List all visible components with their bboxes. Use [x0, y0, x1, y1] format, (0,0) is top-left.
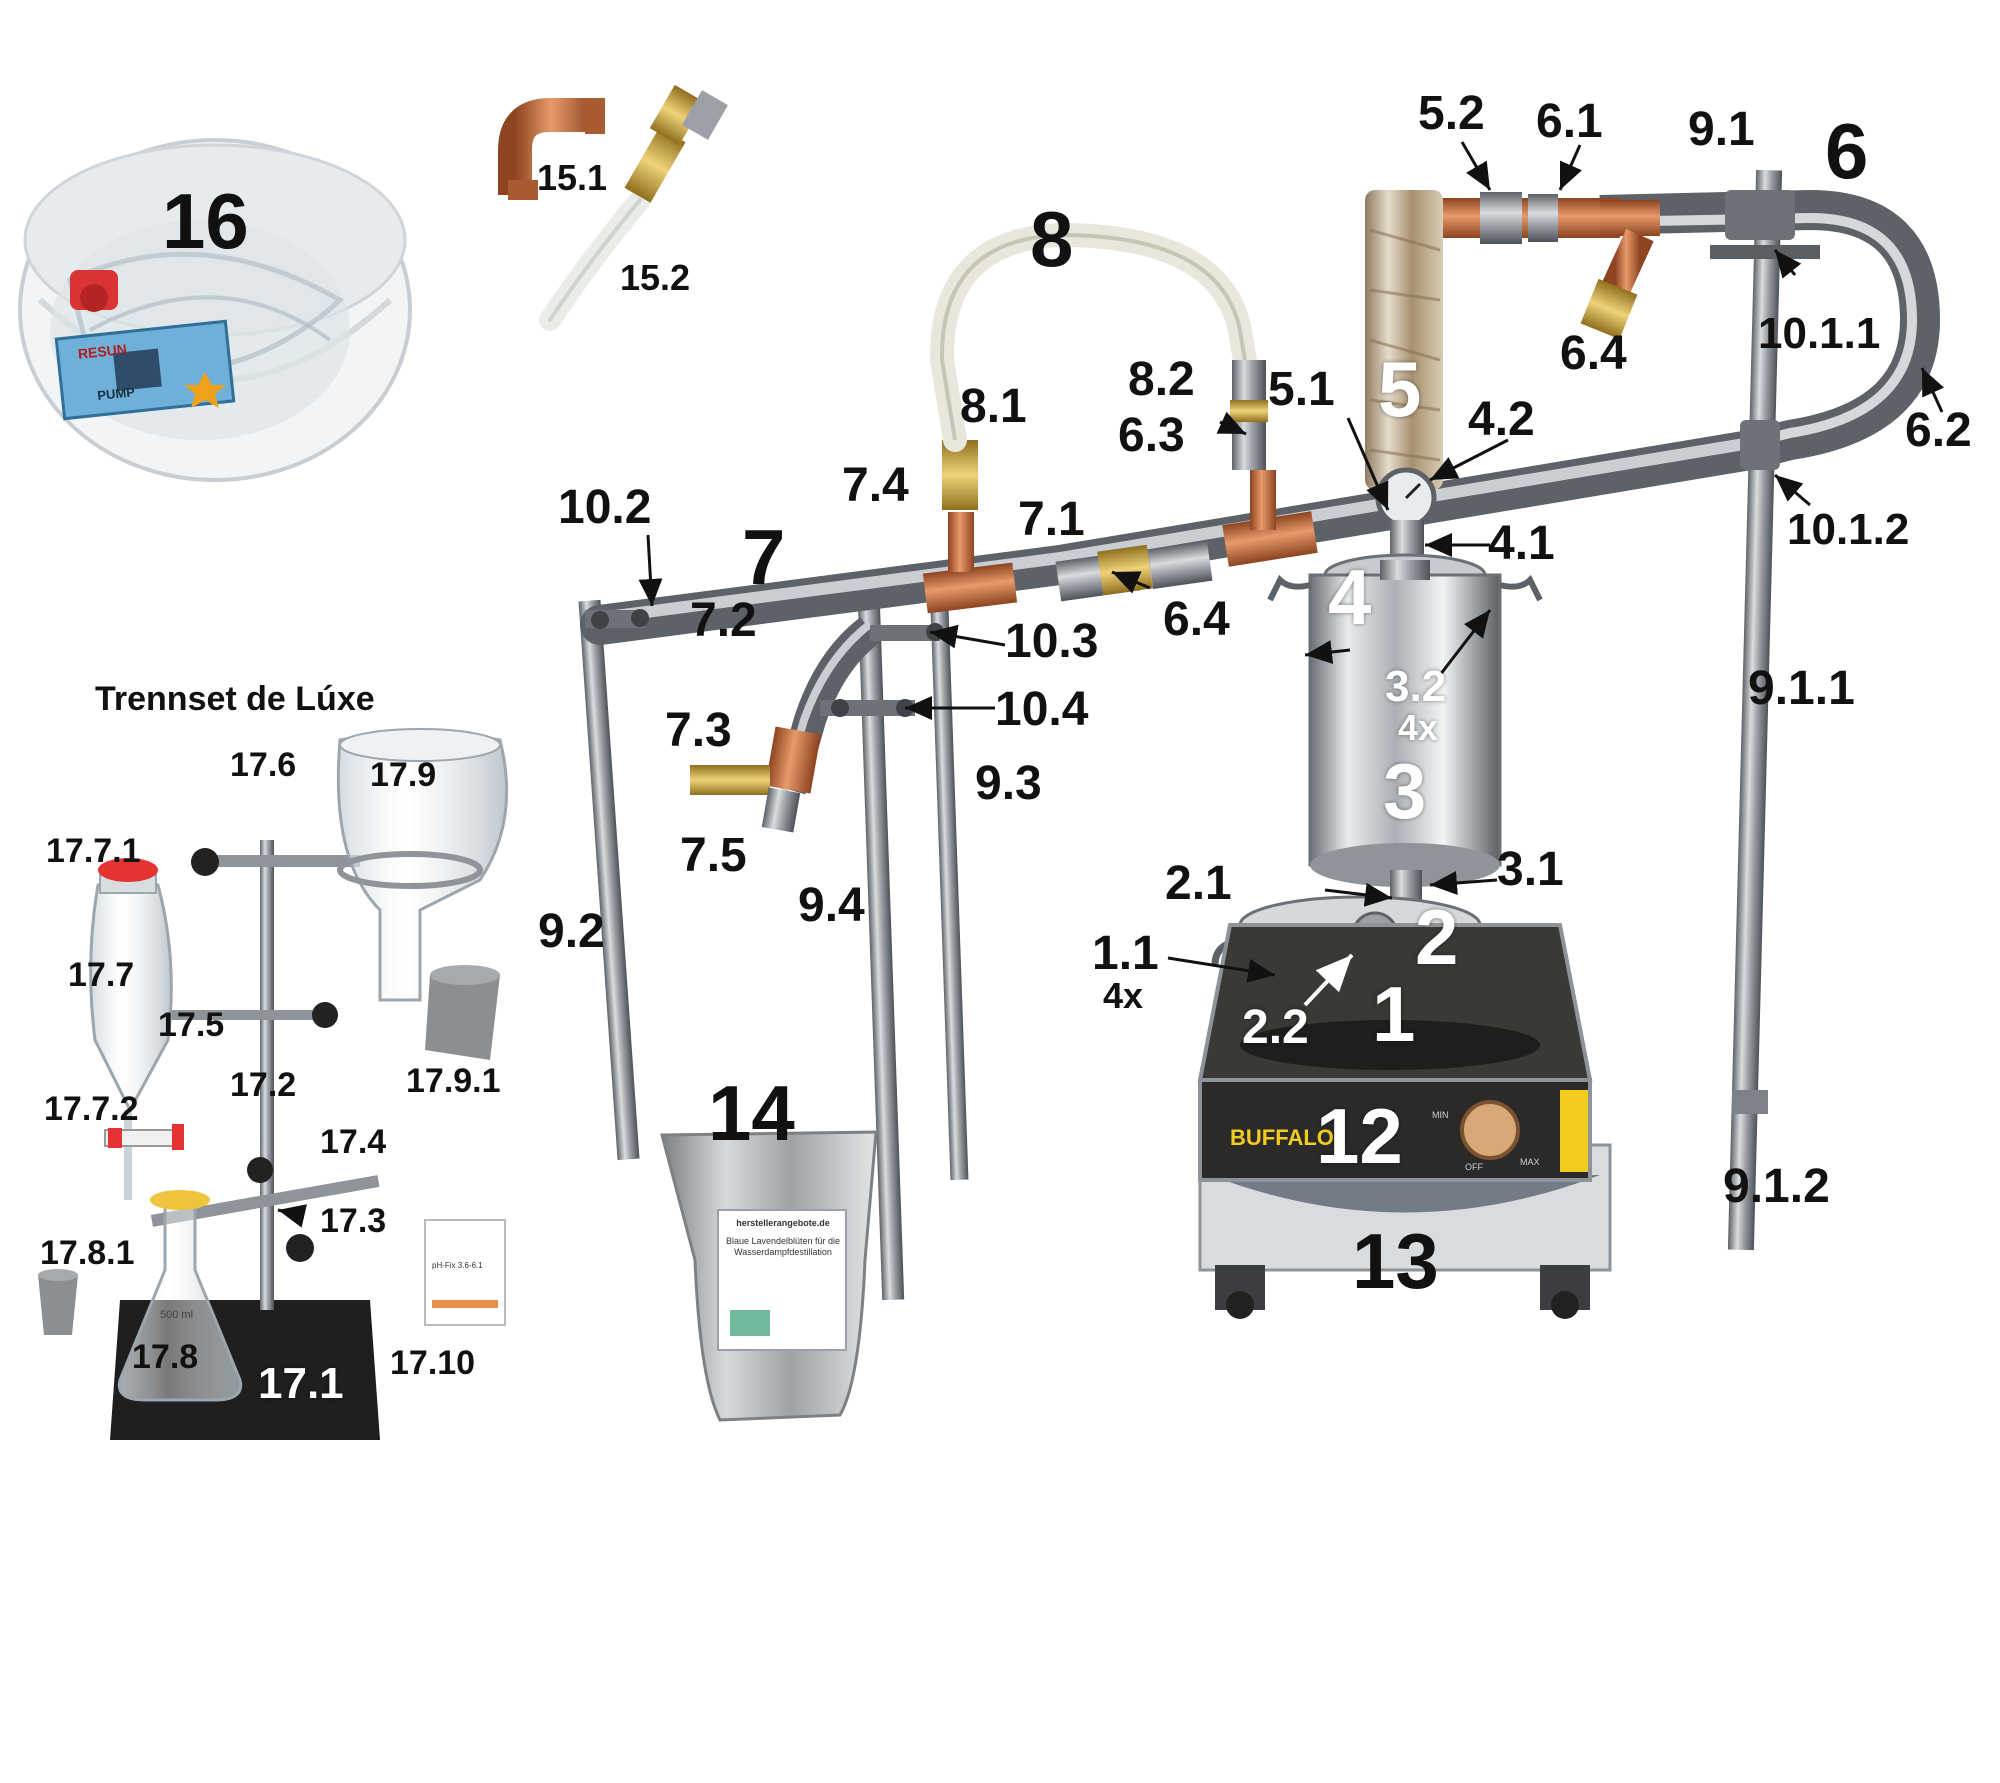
label-7-2: 7.2	[690, 594, 757, 647]
label-17-3: 17.3	[320, 1202, 387, 1240]
hose-fitting	[539, 84, 728, 331]
leader-arrows	[277, 141, 1945, 1228]
stove-knob-icon	[1460, 1100, 1520, 1160]
label-15-1: 15.1	[537, 157, 608, 198]
ph-strip-text: pH-Fix 3.6-6.1	[432, 1261, 483, 1270]
label-17-9: 17.9	[370, 756, 437, 794]
label-10-2: 10.2	[558, 481, 652, 534]
stove-brand: BUFFALO	[1230, 1125, 1334, 1150]
label-13: 13	[1352, 1217, 1439, 1305]
label-8: 8	[1030, 195, 1074, 283]
label-17-10: 17.10	[390, 1344, 476, 1382]
lavender-bag	[660, 1130, 878, 1422]
label-6-2: 6.2	[1905, 404, 1972, 457]
clamp-10-2	[585, 609, 649, 629]
label-2-1: 2.1	[1165, 857, 1232, 910]
label-10-4: 10.4	[995, 683, 1089, 736]
stove-knob-off: OFF	[1465, 1162, 1483, 1172]
label-12: 12	[1316, 1092, 1403, 1180]
stand-rod-9-3	[929, 579, 969, 1181]
label-9-1-2: 9.1.2	[1723, 1160, 1830, 1213]
label-9-2: 9.2	[538, 905, 605, 958]
label-17-7-2: 17.7.2	[44, 1090, 139, 1128]
label-17-2: 17.2	[230, 1066, 297, 1104]
label-9-1: 9.1	[1688, 103, 1755, 156]
stove-knob-max: MAX	[1520, 1157, 1540, 1167]
label-10-1-2: 10.1.2	[1787, 505, 1910, 554]
label-10-3: 10.3	[1005, 615, 1099, 668]
funnel-cap-icon	[98, 858, 158, 882]
label-7-4: 7.4	[842, 459, 909, 512]
bag-label-site: herstellerangebote.de	[736, 1218, 830, 1228]
label-17-6: 17.6	[230, 746, 297, 784]
induction-stove: BUFFALO MIN MAX OFF	[1197, 923, 1593, 1182]
label-7-1: 7.1	[1018, 493, 1085, 546]
label-1: 1	[1372, 970, 1416, 1058]
insulated-riser	[1365, 190, 1443, 490]
label-7-5: 7.5	[680, 829, 747, 882]
label-2-2: 2.2	[1242, 1001, 1309, 1054]
copper-tee-left	[922, 440, 1018, 614]
label-5-1: 5.1	[1268, 363, 1335, 416]
pump-box: RESUN PUMP	[54, 319, 236, 421]
label-1-1-qty: 4x	[1103, 975, 1144, 1016]
leader-arrows-white	[1303, 953, 1354, 1007]
cooling-hose	[929, 222, 1268, 470]
label-10-1-1: 10.1.1	[1758, 309, 1881, 358]
label-4-2: 4.2	[1468, 393, 1535, 446]
label-17-9-1: 17.9.1	[406, 1062, 501, 1100]
label-16: 16	[162, 177, 249, 265]
label-3-2: 3.2	[1385, 662, 1447, 711]
label-7-3: 7.3	[665, 704, 732, 757]
stand-rod-9-2	[578, 599, 640, 1161]
label-6-3: 6.3	[1118, 409, 1185, 462]
label-6: 6	[1825, 107, 1869, 195]
bag-label-text: Blaue Lavendelblüten für die Wasserdampf…	[725, 1236, 841, 1257]
label-3: 3	[1383, 747, 1427, 835]
label-5-2: 5.2	[1418, 87, 1485, 140]
label-3-1: 3.1	[1497, 843, 1564, 896]
label-8-2: 8.2	[1128, 353, 1195, 406]
clamp-10-1-2	[1740, 420, 1780, 470]
label-14: 14	[708, 1069, 795, 1157]
trennset-title: Trennset de Lúxe	[95, 680, 375, 718]
label-6-4-top: 6.4	[1560, 327, 1627, 380]
stand-rod-9-4	[857, 599, 905, 1301]
top-connector	[1430, 192, 1660, 340]
label-4: 4	[1328, 553, 1372, 641]
label-17-7-1: 17.7.1	[46, 832, 141, 870]
label-17-5: 17.5	[158, 1006, 225, 1044]
label-17-1: 17.1	[258, 1359, 344, 1408]
clamp-10-4	[820, 699, 915, 717]
pump-box-brand: RESUN	[77, 341, 127, 362]
label-6-4-mid: 6.4	[1163, 593, 1230, 646]
label-17-4: 17.4	[320, 1123, 387, 1161]
label-17-7: 17.7	[68, 956, 135, 994]
label-9-4: 9.4	[798, 879, 865, 932]
label-6-1: 6.1	[1536, 95, 1603, 148]
flask-volume: 500 ml	[160, 1309, 193, 1321]
label-8-1: 8.1	[960, 380, 1027, 433]
label-15-2: 15.2	[620, 257, 691, 298]
label-3-2-qty: 4x	[1398, 707, 1439, 748]
outlet-pipe	[690, 617, 880, 833]
pump-box-label: PUMP	[97, 384, 136, 403]
separation-set: 500 ml pH-Fix 3.6-6.1	[38, 728, 509, 1440]
label-9-1-1: 9.1.1	[1748, 662, 1855, 715]
label-4-1: 4.1	[1488, 517, 1555, 570]
bucket: RESUN PUMP	[18, 138, 412, 482]
label-9-3: 9.3	[975, 757, 1042, 810]
copper-elbow	[498, 98, 605, 200]
bucket-valve-icon	[70, 270, 118, 312]
label-17-8: 17.8	[132, 1338, 199, 1376]
label-5: 5	[1378, 345, 1422, 433]
label-1-1: 1.1	[1092, 927, 1159, 980]
label-7: 7	[742, 513, 786, 601]
label-2: 2	[1415, 893, 1459, 981]
copper-tee-right	[1222, 470, 1318, 567]
stove-knob-min: MIN	[1432, 1110, 1449, 1120]
label-17-8-1: 17.8.1	[40, 1234, 135, 1272]
